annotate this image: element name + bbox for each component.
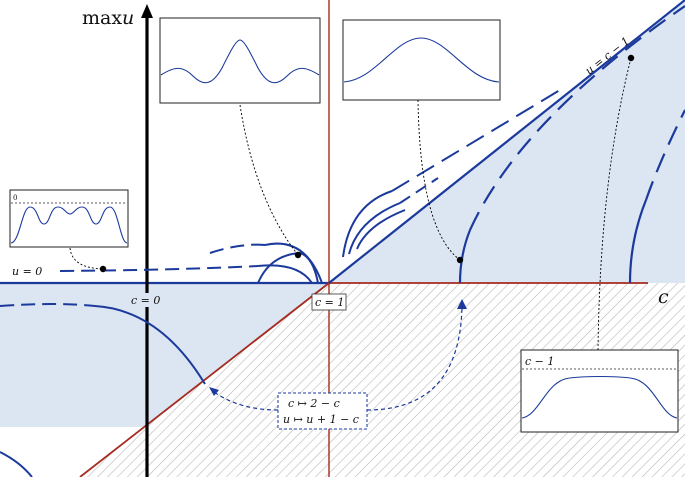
- y-axis-label-u: u: [122, 7, 134, 29]
- branch-right-main-solid: [458, 229, 472, 284]
- max-u-axis-arrowhead: [141, 4, 153, 18]
- c-one-label: c = 1: [315, 296, 344, 309]
- branch-bottom-left: [0, 451, 33, 477]
- c-zero-label-bg: [127, 293, 167, 307]
- u-zero-label-bg: [4, 263, 46, 277]
- map-arrow-right: [366, 305, 463, 411]
- branch-right-a: [342, 190, 393, 258]
- branch-right-b: [348, 202, 401, 255]
- branch-u0-dashed: [59, 265, 259, 272]
- map-label-u: u ↦ u + 1 − c: [283, 413, 359, 426]
- inset-left: 0: [9, 189, 129, 248]
- map-arrow-left: [213, 391, 279, 411]
- leader-line-top-right: [417, 99, 461, 261]
- branch-far-right-dashed: [644, 109, 685, 201]
- inset-left-zero-label: 0: [13, 194, 17, 202]
- branch-u0-solid: [257, 264, 313, 284]
- branch-upper-left-solid: [264, 242, 323, 284]
- marker-top-left: [294, 251, 302, 259]
- reflection-line: [79, 282, 330, 477]
- branch-right-a-dashed: [391, 89, 561, 192]
- inset-top-right: [342, 19, 501, 101]
- x-axis-label: c: [658, 286, 669, 308]
- marker-left: [99, 265, 107, 273]
- leader-line-bottom-right: [597, 57, 632, 351]
- c-zero-label: c = 0: [131, 294, 160, 307]
- inset-bottom-right-label: c − 1: [525, 355, 554, 368]
- u-equals-c-minus-one-line: [328, 0, 685, 284]
- branch-right-main-dashed: [468, 5, 685, 231]
- map-label-c: c ↦ 2 − c: [288, 397, 340, 410]
- branch-left-lower-dashed: [0, 303, 96, 307]
- c-one-label-box: [311, 293, 347, 311]
- y-axis-label-max: max: [82, 7, 122, 29]
- marker-bottom-right: [627, 54, 635, 62]
- leader-line-top-left: [239, 104, 299, 256]
- branch-far-right-solid: [628, 199, 648, 284]
- marker-top-right: [456, 256, 464, 264]
- branch-mid-dashed: [209, 243, 266, 254]
- leader-line-left: [69, 247, 104, 270]
- branch-right-b-dashed: [399, 177, 439, 204]
- u-zero-label: u = 0: [12, 265, 42, 278]
- branch-left-lower-solid: [94, 305, 206, 385]
- map-arrow-right-head: [457, 299, 467, 309]
- shaded-region-left: [0, 283, 329, 427]
- map-box: [277, 392, 368, 430]
- map-arrow-left-head: [209, 387, 219, 396]
- inset-top-left: [159, 17, 321, 104]
- branch-right-c: [356, 209, 406, 250]
- inset-bottom-right: c − 1: [520, 349, 679, 433]
